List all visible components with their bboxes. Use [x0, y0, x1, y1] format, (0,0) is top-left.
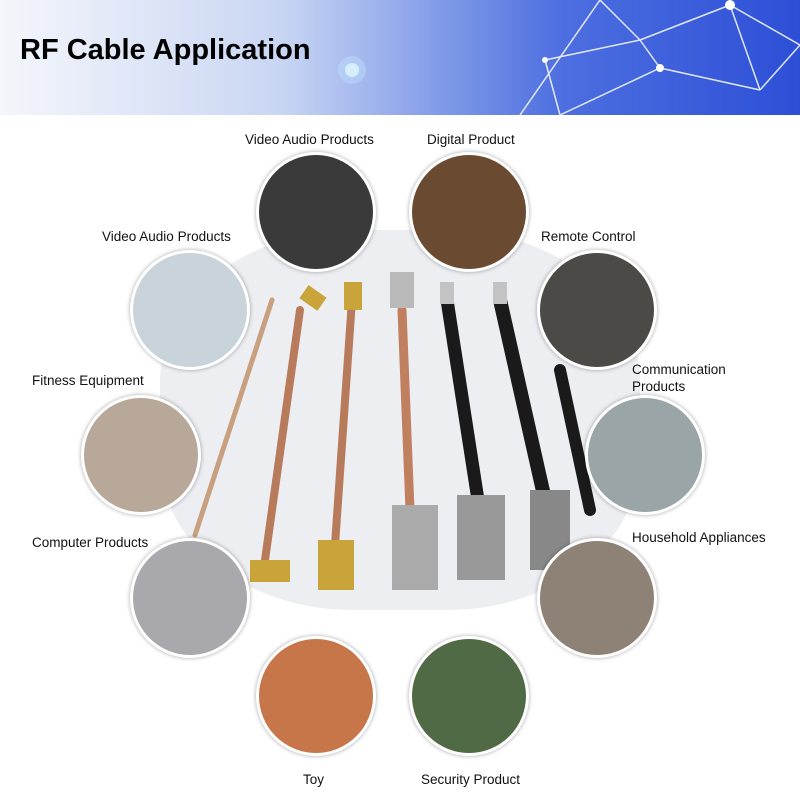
- label-video-audio-top: Video Audio Products: [245, 132, 374, 147]
- application-image-computer: [130, 538, 250, 658]
- application-image-toy: [256, 636, 376, 756]
- label-security: Security Product: [421, 772, 521, 787]
- application-image-video-audio-top: [256, 152, 376, 272]
- label-communication: Communication Products: [632, 362, 726, 394]
- header-banner: RF Cable Application: [0, 0, 800, 115]
- label-fitness: Fitness Equipment: [32, 373, 144, 388]
- application-image-remote-control: [537, 250, 657, 370]
- label-household: Household Appliances: [632, 530, 766, 545]
- application-image-communication: [585, 395, 705, 515]
- label-digital-product: Digital Product: [427, 132, 515, 147]
- label-computer: Computer Products: [32, 535, 149, 550]
- application-image-household: [537, 538, 657, 658]
- label-video-audio-left: Video Audio Products: [102, 229, 231, 244]
- application-image-fitness: [81, 395, 201, 515]
- application-image-security: [409, 636, 529, 756]
- network-graphic: [338, 0, 800, 115]
- label-remote-control: Remote Control: [541, 229, 636, 244]
- application-image-digital-product: [409, 152, 529, 272]
- label-toy: Toy: [303, 772, 325, 787]
- application-image-video-audio-left: [130, 250, 250, 370]
- page-title: RF Cable Application: [20, 34, 311, 66]
